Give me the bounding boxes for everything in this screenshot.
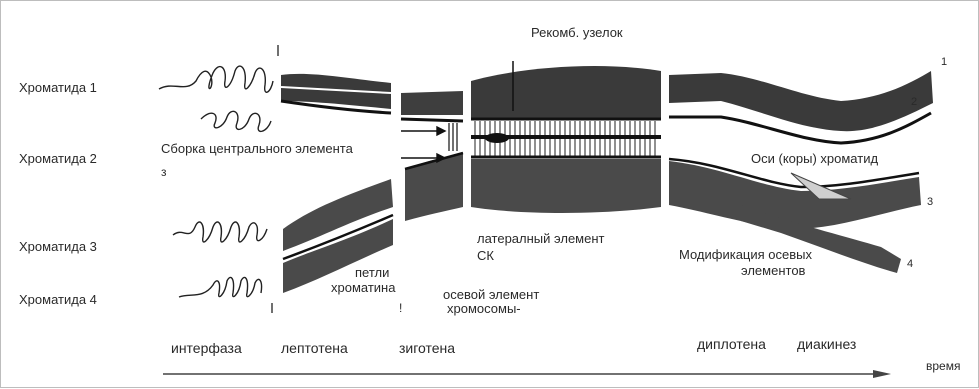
axial-element-label: осевой элемент bbox=[443, 287, 539, 302]
stage-leptotene: лептотена bbox=[281, 341, 348, 356]
chromatin-loops-label: петли bbox=[355, 265, 389, 280]
axial-element-label-2: хромосомы- bbox=[447, 301, 521, 316]
chromatid-3-label: Хроматида 3 bbox=[19, 239, 97, 254]
chromatid-2-label: Хроматида 2 bbox=[19, 151, 97, 166]
strand-number-2: 2 bbox=[911, 95, 917, 110]
axial-modification-label: Модификация осевых bbox=[679, 247, 812, 262]
interphase-coil-lower bbox=[173, 222, 267, 297]
zygotene-tick: ! bbox=[399, 301, 402, 316]
zygotene-strands bbox=[401, 91, 463, 221]
time-axis bbox=[163, 370, 891, 378]
recombination-nodule-label: Рекомб. узелок bbox=[531, 25, 623, 40]
chromatin-loops-label-2: хроматина bbox=[331, 280, 395, 295]
diplotene-upper-strand bbox=[669, 71, 933, 143]
time-axis-label: время bbox=[926, 359, 960, 374]
strand-number-4: 4 bbox=[907, 257, 913, 272]
chromatid-axes-label: Оси (коры) хроматид bbox=[751, 151, 878, 166]
pachytene-synaptonemal-complex bbox=[471, 61, 661, 213]
stage-interphase: интерфаза bbox=[171, 341, 242, 356]
recombination-nodule bbox=[485, 133, 509, 143]
axial-modification-label-2: элементов bbox=[741, 263, 805, 278]
central-element-suffix: з bbox=[161, 165, 167, 180]
stage-zygotene: зиготена bbox=[399, 341, 455, 356]
lateral-element-sc-label: СК bbox=[477, 248, 494, 263]
lateral-element-label: латералный элемент bbox=[477, 231, 604, 246]
chromatid-1-label: Хроматида 1 bbox=[19, 80, 97, 95]
strand-number-3: 3 bbox=[927, 195, 933, 210]
stage-diplotene: диплотена bbox=[697, 337, 766, 352]
central-element-assembly-label: Сборка центрального элемента bbox=[161, 141, 353, 156]
interphase-coil-upper bbox=[159, 66, 273, 131]
strand-number-1: 1 bbox=[941, 55, 947, 70]
stage-ticks bbox=[272, 45, 278, 313]
stage-diakinesis: диакинез bbox=[797, 337, 856, 352]
chromatid-4-label: Хроматида 4 bbox=[19, 292, 97, 307]
leptotene-upper-strand bbox=[281, 74, 391, 113]
